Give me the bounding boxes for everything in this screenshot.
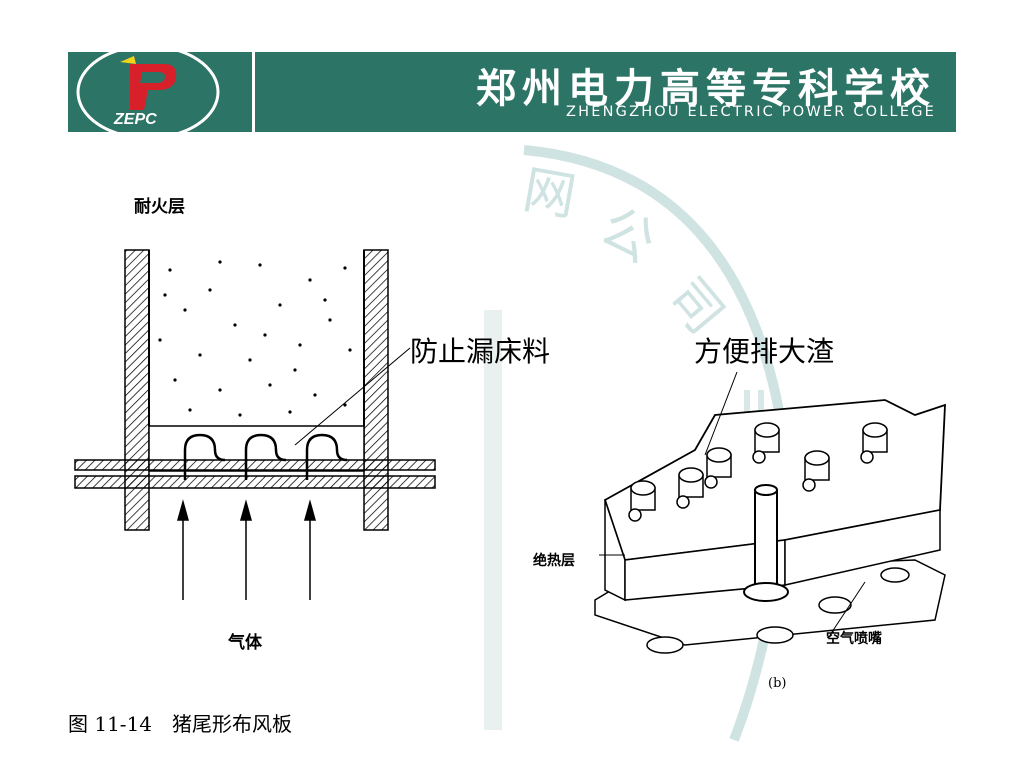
label-air-nozzle: 空气喷嘴 <box>826 631 882 647</box>
watermark-char-2: 公 <box>590 197 665 275</box>
label-refractory-layer: 耐火层 <box>134 197 185 217</box>
figure-caption: 图 11-14 猪尾形布风板 <box>68 712 293 736</box>
label-gas: 气体 <box>228 633 262 653</box>
watermark-char-1: 网 <box>519 160 581 228</box>
college-name-en: ZHENGZHOU ELECTRIC POWER COLLEGE <box>565 104 936 120</box>
header-banner: ZEPC 郑州电力高等专科学校 ZHENGZHOU ELECTRIC POWER… <box>68 52 956 132</box>
logo-text: ZEPC <box>113 111 157 128</box>
label-insulation-layer: 绝热层 <box>533 553 575 569</box>
annotation-easy-slag-discharge: 方便排大渣 <box>694 335 835 368</box>
college-logo: ZEPC <box>68 52 255 132</box>
logo-graphic: ZEPC <box>76 52 220 132</box>
sublabel-b: (b) <box>768 676 787 691</box>
annotation-prevent-leak: 防止漏床料 <box>410 335 551 368</box>
air-nozzle-diagram <box>594 371 946 654</box>
college-name-cn: 郑州电力高等专科学校 <box>476 65 936 112</box>
pigtail-distributor-diagram <box>74 249 436 600</box>
